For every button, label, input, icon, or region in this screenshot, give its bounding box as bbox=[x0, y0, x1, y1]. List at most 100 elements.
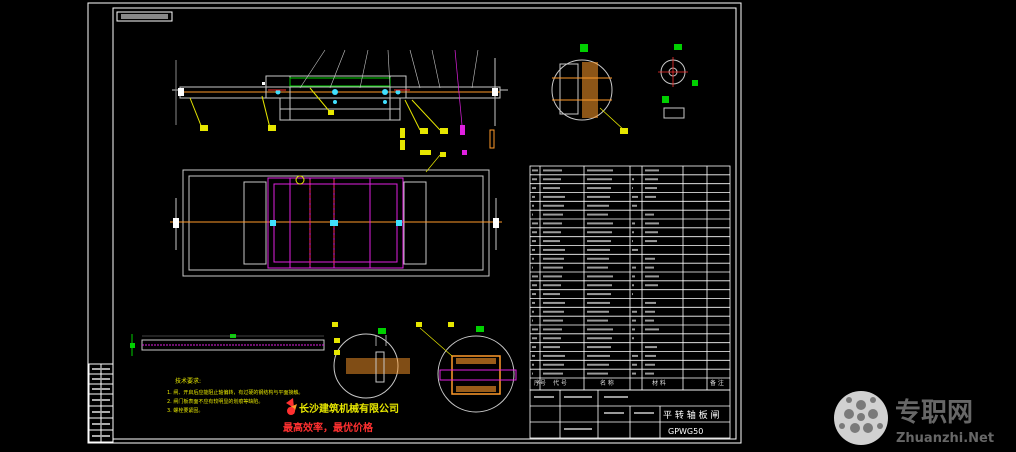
parts-list-cell-mark bbox=[632, 284, 634, 287]
parts-list-cell-mark bbox=[532, 354, 535, 357]
parts-list-cell-mark bbox=[587, 195, 610, 198]
detail-circle-bearing bbox=[416, 322, 517, 413]
parts-list-cell-mark bbox=[532, 248, 535, 251]
parts-list-cell-mark bbox=[587, 231, 612, 234]
parts-list-cell-mark bbox=[632, 231, 634, 234]
parts-list-cell-mark bbox=[532, 284, 537, 287]
title-block bbox=[529, 389, 731, 439]
drawing-id-box bbox=[116, 11, 173, 22]
parts-list-cell-mark bbox=[587, 275, 613, 278]
parts-list-cell-mark bbox=[645, 240, 657, 243]
parts-list-cell-mark bbox=[645, 328, 659, 331]
parts-list-cell-mark bbox=[532, 231, 537, 234]
parts-list-cell-mark bbox=[645, 178, 658, 181]
parts-list-cell-mark bbox=[532, 346, 536, 349]
drawing-number: GPWG50 bbox=[668, 427, 703, 436]
parts-list-cell-mark bbox=[532, 195, 535, 198]
parts-list-table bbox=[529, 165, 731, 391]
parts-list-cell-mark bbox=[587, 257, 609, 260]
parts-list-cell-mark bbox=[587, 240, 611, 243]
company-stamp: 长沙建筑机械有限公司 最高效率，最优价格 bbox=[283, 398, 399, 434]
detail-flange bbox=[658, 44, 698, 119]
company-name: 长沙建筑机械有限公司 bbox=[299, 402, 399, 415]
parts-list-cell-mark bbox=[632, 372, 636, 375]
parts-list-cell-mark bbox=[632, 248, 638, 251]
parts-list-cell-mark bbox=[543, 301, 565, 304]
parts-list-cell-mark bbox=[532, 310, 534, 313]
parts-list-cell-mark bbox=[532, 275, 538, 278]
drawing-name: 平 转 轴 板 闸 bbox=[663, 409, 719, 421]
parts-list-cell-mark bbox=[543, 204, 564, 207]
watermark: 专职网 Zhuanzhi.Net bbox=[834, 391, 994, 446]
parts-list-cell-mark bbox=[645, 231, 658, 234]
parts-list-cell-mark bbox=[532, 293, 536, 296]
parts-list-cell-mark bbox=[543, 319, 563, 322]
parts-list-cell-mark bbox=[632, 319, 636, 322]
parts-list-cell-mark bbox=[532, 222, 538, 225]
tech-note-line-3: 3. 螺栓要紧固。 bbox=[167, 407, 203, 414]
parts-list-cell-mark bbox=[543, 169, 562, 172]
tech-note-line-2: 2. 闸门板表面不应有较明显的划痕等缺陷。 bbox=[167, 398, 263, 405]
parts-list-cell-mark bbox=[632, 240, 633, 243]
technical-notes: 技术要求: 1. 闸、开启后应能阻止轴偏转，有过硬的钢结构与平面接触。 2. 闸… bbox=[167, 377, 303, 414]
parts-list-cell-mark bbox=[645, 213, 654, 216]
watermark-name-cn: 专职网 bbox=[895, 398, 973, 428]
parts-list-cell-mark bbox=[532, 169, 538, 172]
parts-list-cell-mark bbox=[587, 301, 610, 304]
front-view bbox=[172, 49, 508, 155]
parts-list-cell-mark bbox=[632, 187, 633, 190]
parts-list-cell-mark bbox=[543, 195, 565, 198]
parts-list-cell-mark bbox=[543, 266, 563, 269]
title-block-small-texts bbox=[534, 396, 654, 430]
parts-list-cell-mark bbox=[632, 337, 634, 340]
parts-list-cell-mark bbox=[543, 354, 565, 357]
parts-list-cell-mark bbox=[645, 195, 656, 198]
parts-list-cell-mark bbox=[587, 204, 609, 207]
parts-list-cell-mark bbox=[587, 328, 613, 331]
outer-border bbox=[87, 2, 742, 444]
parts-list-cell-mark bbox=[645, 257, 655, 260]
side-strip-view bbox=[130, 334, 325, 356]
parts-list-cell-mark bbox=[543, 328, 562, 331]
drawing-id-text bbox=[121, 14, 168, 19]
parts-list-cell-mark bbox=[532, 204, 534, 207]
parts-list-cell-mark bbox=[645, 266, 654, 269]
parts-list-cell-mark bbox=[587, 372, 608, 375]
parts-list-cell-mark bbox=[543, 284, 561, 287]
parts-list-cell-mark bbox=[645, 284, 658, 287]
parts-list-cell-mark bbox=[645, 363, 655, 366]
parts-list-cell-mark bbox=[587, 310, 609, 313]
parts-list-cell-mark bbox=[645, 319, 654, 322]
parts-list-cell-mark bbox=[632, 266, 636, 269]
parts-list-cell-mark bbox=[632, 293, 633, 296]
parts-list-cell-mark bbox=[532, 319, 533, 322]
parts-list-cell-mark bbox=[632, 178, 634, 181]
parts-list-cell-mark bbox=[532, 363, 534, 366]
left-revision-block bbox=[88, 363, 114, 443]
parts-list-cell-mark bbox=[587, 363, 609, 366]
parts-header-material: 材 料 bbox=[652, 379, 666, 387]
parts-list-cell-mark bbox=[543, 346, 560, 349]
parts-list-cell-mark bbox=[645, 354, 656, 357]
parts-list-cell-mark bbox=[587, 213, 608, 216]
parts-list-cell-mark bbox=[543, 257, 564, 260]
parts-list-cell-mark bbox=[532, 337, 537, 340]
parts-list-cell-mark bbox=[543, 337, 561, 340]
parts-list-cell-mark bbox=[632, 195, 638, 198]
parts-list-cell-mark bbox=[587, 169, 613, 172]
parts-list-cell-mark bbox=[587, 354, 610, 357]
parts-list-cell-texts bbox=[532, 169, 659, 375]
tech-note-line-1: 1. 闸、开启后应能阻止轴偏转，有过硬的钢结构与平面接触。 bbox=[167, 389, 303, 396]
parts-list-cell-mark bbox=[587, 284, 612, 287]
tech-notes-heading: 技术要求: bbox=[175, 377, 201, 385]
parts-list-cell-mark bbox=[543, 275, 562, 278]
parts-list-cell-mark bbox=[587, 178, 612, 181]
parts-header-note: 备 注 bbox=[710, 379, 724, 387]
parts-list-cell-mark bbox=[543, 213, 563, 216]
parts-header-code: 代 号 bbox=[553, 379, 567, 387]
parts-list-cell-mark bbox=[543, 222, 562, 225]
parts-header-seq: 序号 bbox=[534, 379, 546, 387]
parts-list-cell-mark bbox=[587, 222, 613, 225]
